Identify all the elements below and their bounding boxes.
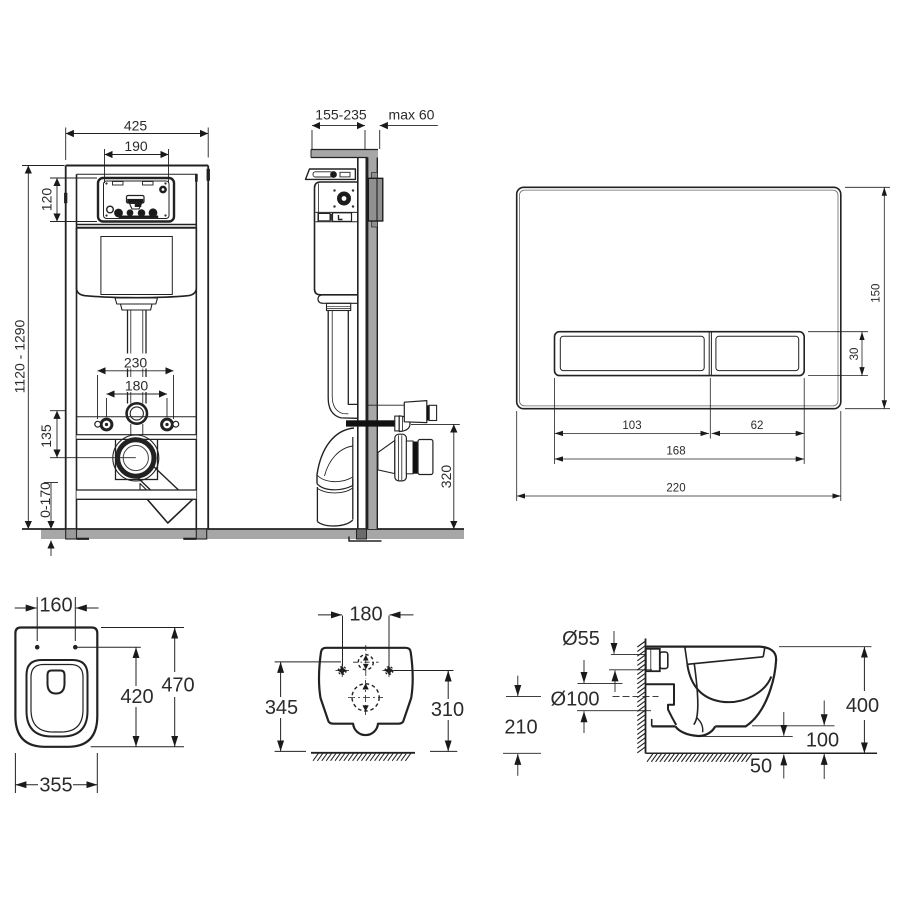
svg-text:100: 100 bbox=[806, 730, 839, 752]
svg-text:355: 355 bbox=[39, 775, 72, 797]
svg-text:Ø55: Ø55 bbox=[562, 628, 600, 650]
svg-text:420: 420 bbox=[120, 686, 153, 708]
svg-text:400: 400 bbox=[846, 695, 879, 717]
svg-text:160: 160 bbox=[39, 595, 72, 617]
svg-text:345: 345 bbox=[265, 697, 298, 719]
svg-text:150: 150 bbox=[871, 284, 883, 303]
svg-text:1120 - 1290: 1120 - 1290 bbox=[12, 319, 28, 393]
svg-text:180: 180 bbox=[349, 604, 382, 626]
svg-text:120: 120 bbox=[39, 188, 55, 212]
svg-text:Ø100: Ø100 bbox=[551, 688, 600, 710]
svg-text:62: 62 bbox=[751, 420, 764, 432]
svg-text:max 60: max 60 bbox=[389, 106, 435, 122]
svg-text:0-170: 0-170 bbox=[37, 482, 53, 518]
svg-text:320: 320 bbox=[438, 465, 454, 489]
svg-text:230: 230 bbox=[124, 354, 148, 370]
svg-text:470: 470 bbox=[161, 675, 194, 697]
svg-text:180: 180 bbox=[125, 378, 149, 394]
svg-text:168: 168 bbox=[666, 446, 685, 458]
svg-text:210: 210 bbox=[504, 717, 537, 739]
svg-text:50: 50 bbox=[750, 756, 772, 778]
svg-text:220: 220 bbox=[666, 483, 685, 495]
svg-text:103: 103 bbox=[622, 420, 641, 432]
svg-text:155-235: 155-235 bbox=[315, 106, 367, 122]
svg-text:425: 425 bbox=[124, 118, 148, 134]
svg-text:190: 190 bbox=[124, 138, 148, 154]
svg-text:310: 310 bbox=[431, 699, 464, 721]
svg-text:135: 135 bbox=[38, 424, 54, 448]
svg-text:30: 30 bbox=[849, 348, 861, 361]
